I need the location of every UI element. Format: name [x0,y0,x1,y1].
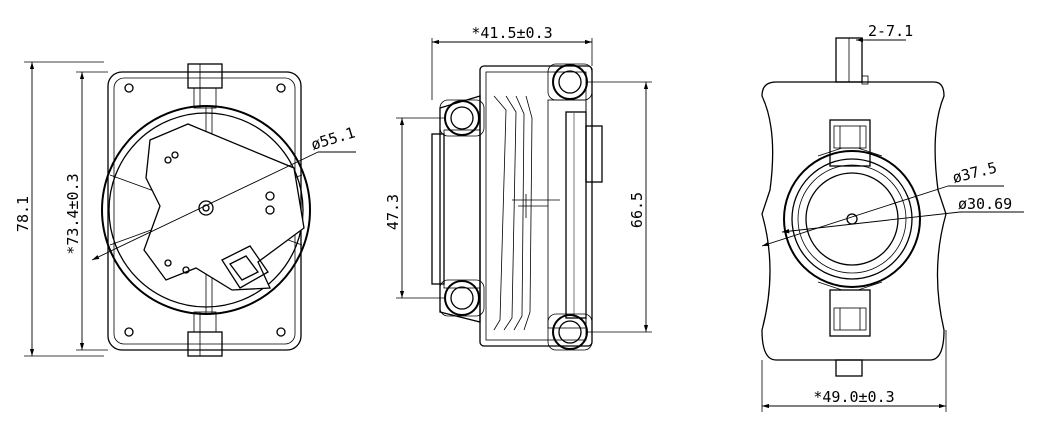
side-height-right-label: 66.5 [628,192,646,228]
hub [198,200,214,216]
motor-plate [143,123,305,291]
rear-outer-diameter-label: ø37.5 [951,158,999,186]
side-view: *41.5±0.3 47.3 66.5 [384,24,652,351]
rear-outer-ring [783,150,921,288]
rear-inner-diameter-label: ø30.69 [958,195,1012,213]
side-width-label: *41.5±0.3 [471,24,552,42]
rear-width-label: *49.0±0.3 [813,388,894,406]
side-height-left-label: 47.3 [384,194,402,230]
rear-body [761,81,947,361]
mount-hole [124,83,134,93]
mount-hole [276,327,286,337]
mount-hole [276,83,286,93]
rear-bottom-tab [835,359,863,377]
bearing [547,63,593,101]
front-diameter-label: ø55.1 [309,123,357,153]
bearing [547,313,593,351]
bearing [439,279,485,317]
rear-tab-label: 2-7.1 [868,22,913,40]
connector [221,245,269,289]
mount-hole [124,327,134,337]
front-view: ø55.1 78.1 *73.4±0.3 [14,61,357,357]
rear-view: ø37.5 ø30.69 2-7.1 *49.0±0.3 [761,22,1024,412]
top-tab [187,63,223,89]
front-height-inner-label: *73.4±0.3 [64,173,82,254]
front-height-overall-label: 78.1 [14,196,32,232]
rear-inner-ring [805,172,899,266]
